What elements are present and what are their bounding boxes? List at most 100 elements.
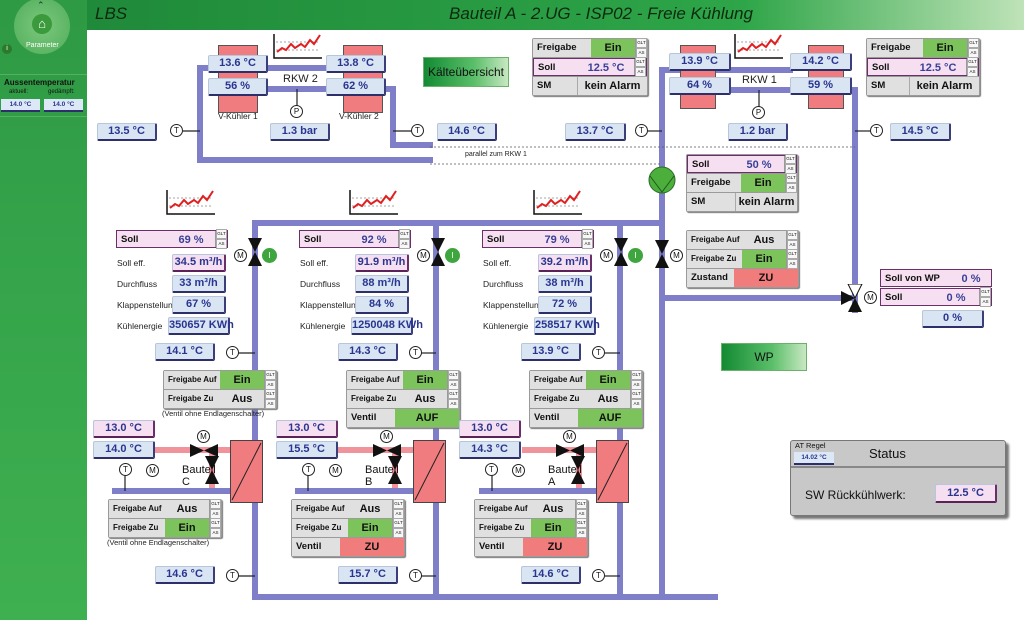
- trend-chart-icon[interactable]: [733, 32, 785, 60]
- freigabe-state[interactable]: Ein: [591, 39, 635, 57]
- info-icon[interactable]: i: [2, 44, 12, 54]
- trend-chart-icon[interactable]: [272, 32, 324, 60]
- wp-button[interactable]: WP: [721, 343, 807, 371]
- vk1-pct: 56 %: [208, 78, 268, 96]
- bauteil-label: Bauteil A: [548, 464, 582, 488]
- valve-icon[interactable]: [190, 444, 218, 457]
- valve-icon[interactable]: [431, 238, 445, 266]
- valve-icon[interactable]: [655, 240, 669, 268]
- motor-icon: M: [329, 464, 342, 477]
- page-title: Bauteil A - 2.UG - ISP02 - Freie Kühlung: [449, 4, 753, 23]
- soll-value[interactable]: 12.5 °C: [587, 62, 625, 74]
- freigabe-state[interactable]: Ein: [923, 39, 967, 57]
- setpoint-temp: 13.0 °C: [93, 420, 155, 438]
- heat-exchanger[interactable]: [230, 440, 263, 503]
- heat-exchanger[interactable]: [596, 440, 629, 503]
- valve-icon[interactable]: [248, 238, 262, 266]
- sw-value[interactable]: 12.5 °C: [935, 484, 997, 503]
- trend-chart-icon[interactable]: [532, 188, 584, 216]
- soll-value[interactable]: 79 %: [544, 234, 570, 246]
- valve-icon[interactable]: [571, 456, 585, 484]
- chevron-up-icon[interactable]: ⌃: [37, 0, 45, 10]
- at-regel-label: AT Regel: [795, 441, 826, 450]
- heat-exchanger[interactable]: [413, 440, 446, 503]
- three-way-valve-icon[interactable]: [840, 284, 868, 312]
- energie-label: Kühlenergie: [117, 321, 163, 331]
- soll-value[interactable]: 50 %: [746, 159, 772, 171]
- valve-icon[interactable]: [556, 444, 584, 457]
- parameter-label[interactable]: Parameter: [26, 42, 59, 49]
- temp-sensor-icon: T: [411, 124, 424, 137]
- soll-value[interactable]: 12.5 °C: [919, 62, 957, 74]
- freigabe-state[interactable]: Ein: [741, 174, 785, 192]
- sm-value: kein Alarm: [577, 77, 647, 95]
- home-icon[interactable]: ⌂: [32, 14, 52, 34]
- soll-value[interactable]: 92 %: [361, 234, 387, 246]
- kaelteuebersicht-button[interactable]: Kälteübersicht: [423, 57, 509, 87]
- parallel-note: parallel zum RKW 1: [465, 151, 527, 158]
- valve-icon[interactable]: [388, 456, 402, 484]
- trend-chart-icon[interactable]: [348, 188, 400, 216]
- valve-icon[interactable]: [373, 444, 401, 457]
- outside-temp-damped: 14.0 °C: [44, 99, 83, 112]
- pump-icon[interactable]: [648, 166, 676, 194]
- valve-icon[interactable]: [614, 238, 628, 266]
- zustand-state: ZU: [734, 269, 798, 287]
- soll-value[interactable]: 69 %: [178, 234, 204, 246]
- supply-temp: 14.3 °C: [459, 441, 521, 459]
- valve-icon[interactable]: [205, 456, 219, 484]
- status-panel: AT Regel 14.02 °C Status SW Rückkühlwerk…: [790, 440, 1006, 516]
- return-temp: 14.1 °C: [155, 343, 215, 361]
- trend-chart-icon[interactable]: [165, 188, 217, 216]
